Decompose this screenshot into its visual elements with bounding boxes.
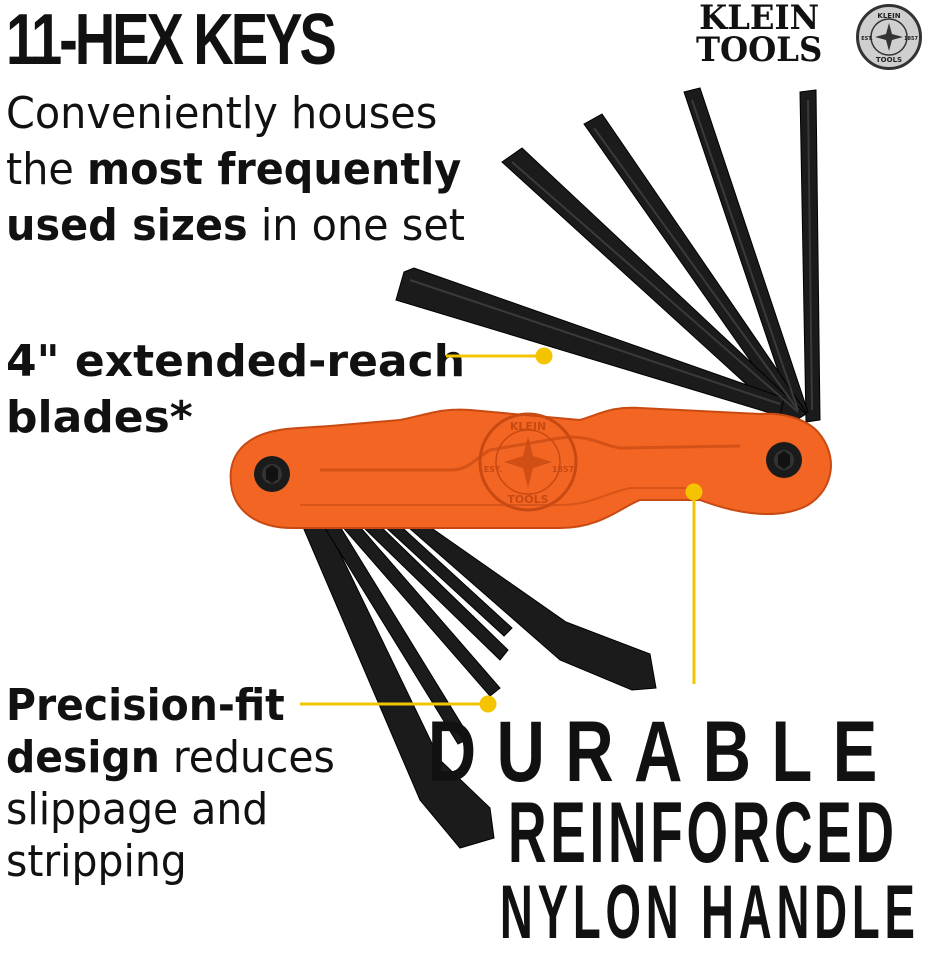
brand-line-2: TOOLS bbox=[696, 30, 823, 70]
precision-line-3: slippage and bbox=[6, 784, 269, 835]
seal-right-text: 1857 bbox=[904, 36, 918, 42]
intro-line-2-prefix: the bbox=[6, 144, 88, 195]
intro-line-2: the most frequently bbox=[6, 142, 465, 198]
hex-key-upper-1 bbox=[799, 89, 821, 423]
brand-seal-graphic: KLEIN EST. 1857 TOOLS bbox=[861, 12, 918, 64]
hex-key-upper-2 bbox=[683, 87, 809, 419]
page-title: 11-HEX KEYS bbox=[6, 0, 337, 80]
hex-key-lower-6 bbox=[398, 519, 657, 691]
brand-line-1: KLEIN bbox=[699, 0, 820, 38]
intro-line-2-bold: most frequently bbox=[87, 144, 462, 195]
handle-emboss-left-text: EST. bbox=[484, 465, 503, 474]
right-pivot-screw-icon bbox=[766, 442, 802, 478]
upper-hex-key-highlights bbox=[409, 99, 813, 413]
handle-emboss-top-text: KLEIN bbox=[510, 420, 546, 433]
precision-line-1-bold: Precision-fit bbox=[6, 680, 285, 731]
brand-seal-icon: KLEIN EST. 1857 TOOLS bbox=[856, 4, 922, 70]
handle-emboss-seal: KLEIN EST. 1857 TOOLS bbox=[478, 412, 578, 512]
blades-callout-dot bbox=[535, 347, 553, 365]
hex-key-lower-5 bbox=[378, 519, 513, 637]
seal-left-text: EST. bbox=[861, 36, 873, 42]
intro-text: Conveniently houses the most frequently … bbox=[6, 86, 465, 254]
brand-logo: KLEIN TOOLS bbox=[696, 0, 823, 70]
intro-line-1: Conveniently houses bbox=[6, 88, 438, 139]
blades-callout-text: 4" extended-reach blades* bbox=[6, 334, 465, 446]
handle-callout-dot bbox=[685, 483, 703, 501]
hex-key-upper-4 bbox=[501, 147, 807, 425]
hex-key-upper-3 bbox=[583, 113, 807, 421]
handle-emboss-bottom-text: TOOLS bbox=[507, 493, 548, 506]
blades-line-2: blades* bbox=[6, 392, 193, 443]
headline-line-3: NYLON HANDLE bbox=[500, 870, 920, 955]
precision-line-1: Precision-fit bbox=[6, 680, 335, 732]
seal-top-text: KLEIN bbox=[877, 12, 900, 20]
hex-key-lower-4 bbox=[359, 519, 509, 661]
intro-line-3-suffix: in one set bbox=[247, 200, 465, 251]
handle-emboss-right-text: 1857 bbox=[552, 465, 574, 474]
left-pivot-screw-icon bbox=[254, 456, 290, 492]
handle-groove-lower bbox=[300, 487, 700, 506]
headline-line-2: REINFORCED bbox=[508, 785, 898, 881]
precision-line-2-bold: design bbox=[6, 732, 160, 783]
intro-line-3-bold: used sizes bbox=[6, 200, 248, 251]
hex-key-lower-3 bbox=[339, 519, 501, 697]
headline-line-1: DURABLE bbox=[427, 704, 898, 800]
handle-headline: DURABLE REINFORCED NYLON HANDLE bbox=[220, 709, 920, 955]
precision-callout-text: Precision-fit design reduces slippage an… bbox=[6, 680, 335, 888]
blades-line-1: 4" extended-reach bbox=[6, 336, 466, 387]
precision-line-4: stripping bbox=[6, 836, 187, 887]
seal-bottom-text: TOOLS bbox=[876, 56, 902, 64]
intro-line-3: used sizes in one set bbox=[6, 198, 465, 254]
